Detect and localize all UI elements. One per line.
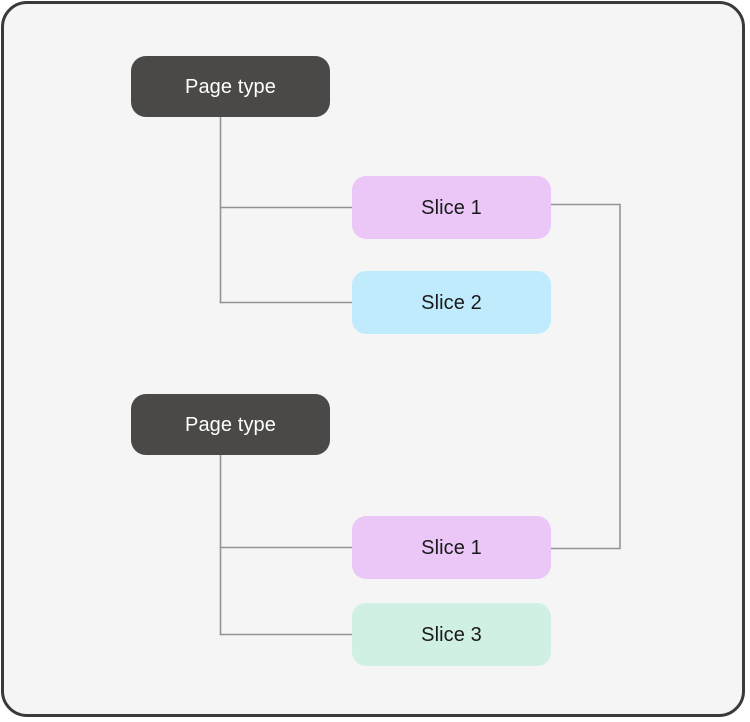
node-slice-2[interactable]: Slice 2: [352, 271, 551, 334]
node-label: Slice 3: [421, 623, 482, 646]
node-label: Slice 1: [421, 536, 482, 559]
node-page-type-2[interactable]: Page type: [131, 394, 330, 455]
node-label: Slice 1: [421, 196, 482, 219]
node-label: Slice 2: [421, 291, 482, 314]
node-slice-1-b[interactable]: Slice 1: [352, 516, 551, 579]
connector-shared-slice-link: [549, 203, 621, 550]
node-page-type-1[interactable]: Page type: [131, 56, 330, 117]
node-slice-1-a[interactable]: Slice 1: [352, 176, 551, 239]
node-label: Page type: [185, 413, 276, 436]
node-slice-3[interactable]: Slice 3: [352, 603, 551, 666]
node-label: Page type: [185, 75, 276, 98]
